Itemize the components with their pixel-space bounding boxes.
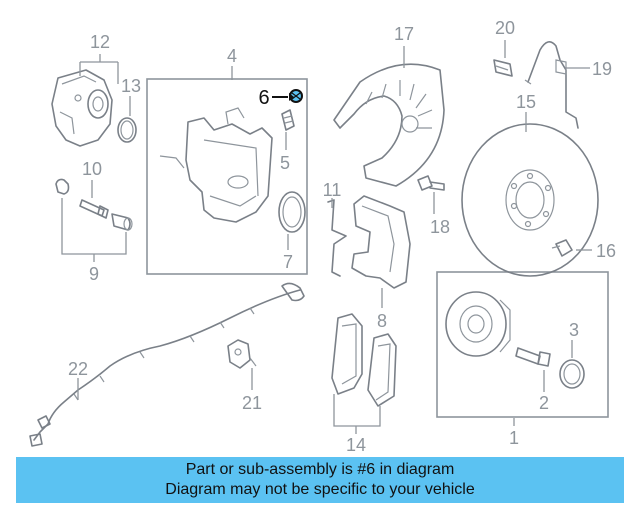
- callout-8: 8: [377, 311, 387, 331]
- callout-13: 13: [121, 76, 141, 96]
- brake-hose: [524, 41, 579, 129]
- seal-ring: [117, 117, 137, 143]
- callout-18: 18: [430, 217, 450, 237]
- hub-cap: [559, 359, 585, 389]
- callout-19: 19: [592, 59, 612, 79]
- banner-line-2: Diagram may not be specific to your vehi…: [165, 481, 475, 498]
- callout-1: 1: [509, 428, 519, 448]
- callout-6: 6: [258, 87, 269, 109]
- hub-bolt: [515, 347, 551, 367]
- callout-21: 21: [242, 393, 262, 413]
- callout-4: 4: [227, 46, 237, 66]
- brake-pad-set: [331, 313, 397, 407]
- callout-22: 22: [68, 359, 88, 379]
- callout-12: 12: [90, 32, 110, 52]
- banner-line-1: Part or sub-assembly is #6 in diagram: [185, 461, 455, 478]
- brake-disc: [461, 123, 599, 277]
- leader-6-arrow: [289, 93, 294, 101]
- shield-bolt: [417, 175, 445, 191]
- hose-clip: [493, 59, 513, 77]
- callout-15: 15: [516, 92, 536, 112]
- wheel-hub: [445, 291, 511, 357]
- dust-cap-highlighted: [289, 89, 303, 103]
- caliper-bracket: [351, 195, 411, 289]
- callout-7: 7: [283, 252, 293, 272]
- piston-seal: [278, 191, 306, 233]
- guide-pin-kit: [55, 178, 133, 231]
- sensor-bracket: [227, 339, 257, 369]
- splash-shield: [333, 63, 445, 187]
- leader-14: [333, 394, 381, 434]
- hub-group-box: [436, 271, 609, 418]
- bleeder-valve: [281, 109, 295, 131]
- callout-11: 11: [323, 180, 342, 200]
- leader-9: [61, 198, 127, 262]
- callout-14: 14: [346, 435, 366, 455]
- callout-20: 20: [495, 18, 515, 38]
- callout-2: 2: [539, 393, 549, 413]
- callout-5: 5: [280, 153, 290, 173]
- disc-screw: [551, 239, 573, 257]
- caliper-carrier: [159, 107, 273, 223]
- caliper-group-box: [146, 78, 308, 275]
- callout-17: 17: [394, 24, 414, 44]
- part-info-banner: Part or sub-assembly is #6 in diagram Di…: [16, 457, 624, 503]
- callout-9: 9: [89, 264, 99, 284]
- leader-12: [79, 54, 119, 84]
- abs-sensor-harness: [29, 282, 305, 447]
- callout-16: 16: [596, 241, 616, 261]
- retaining-spring: [327, 199, 347, 277]
- callout-3: 3: [569, 320, 579, 340]
- brake-caliper-housing: [51, 69, 113, 147]
- callout-10: 10: [82, 159, 102, 179]
